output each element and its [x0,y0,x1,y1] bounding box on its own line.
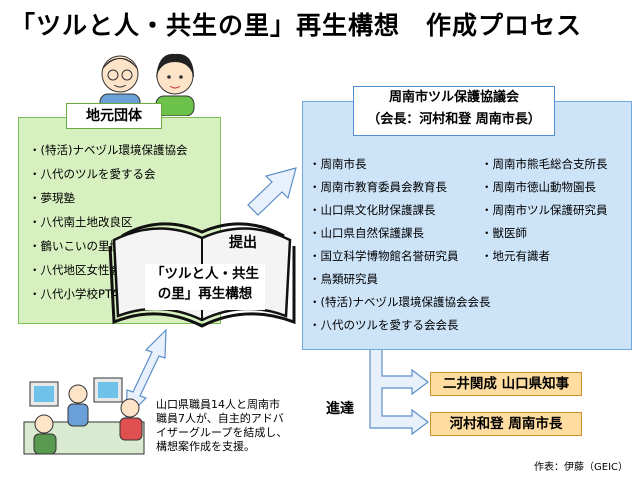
local-groups-label: 地元団体 [66,103,162,129]
local-group-item: ・八代地区女性会 [29,263,121,277]
council-member: ・地元有識者 [481,249,550,263]
council-chair: （会長：河村和登 周南市長） [367,112,541,127]
local-group-item: ・八代小学校PTA [29,287,119,301]
council-member: ・八代のツルを愛する会会長 [309,318,459,332]
local-group-item: ・(特活)ナベヅル環境保護協会 [29,143,188,157]
council-label: 周南市ツル保護協議会 （会長：河村和登 周南市長） [353,86,555,136]
council-member: ・周南市教育委員会教育長 [309,180,447,194]
council-member: ・鳥類研究員 [309,272,378,286]
council-member: ・山口県自然保護課長 [309,226,424,240]
staff-note-line: イザーグループを結成し、 [156,426,288,439]
book-title-line: の里」再生構想 [157,286,253,302]
office-staff-illustration [23,377,145,455]
local-group-item: ・八代南土地改良区 [29,215,133,229]
council-member: ・周南市熊毛総合支所長 [481,157,608,171]
council-member: ・山口県文化財保護課長 [309,203,436,217]
staff-note: 山口県職員14人と周南市 職員7人が、自主的アドバ イザーグループを結成し、 構… [156,398,287,454]
council-member: ・周南市徳山動物園長 [481,180,596,194]
staff-note-line: 職員7人が、自主的アドバ [156,412,284,425]
book-title: 「ツルと人・共生 の里」再生構想 [145,264,265,310]
council-member: ・周南市長 [309,157,367,171]
staff-note-line: 構想案作成を支援。 [156,440,255,453]
council-panel: ・周南市長 ・周南市教育委員会教育長 ・山口県文化財保護課長 ・山口県自然保護課… [302,101,632,350]
report-label: 進達 [326,401,354,417]
local-group-item: ・八代のツルを愛する会 [29,167,156,181]
recipient-mayor: 河村和登 周南市長 [430,412,582,436]
report-arrow [369,347,429,436]
recipient-governor: 二井関成 山口県知事 [430,372,582,396]
council-member: ・国立科学博物館名誉研究員 [309,249,459,263]
staff-note-line: 山口県職員14人と周南市 [156,398,280,411]
council-name: 周南市ツル保護協議会 [388,90,519,105]
submit-arrow [247,167,297,216]
book-title-line: 「ツルと人・共生 [151,266,259,282]
page-title: 「ツルと人・共生の里」再生構想 作成プロセス [10,11,583,40]
council-member: ・獣医師 [481,226,527,240]
council-member: ・周南市ツル保護研究員 [481,203,608,217]
submit-label: 提出 [229,235,257,251]
local-group-item: ・夢現塾 [29,191,75,205]
council-member: ・(特活)ナベヅル環境保護協会会長 [309,295,491,309]
credit: 作表：伊藤（GEIC） [534,462,628,473]
